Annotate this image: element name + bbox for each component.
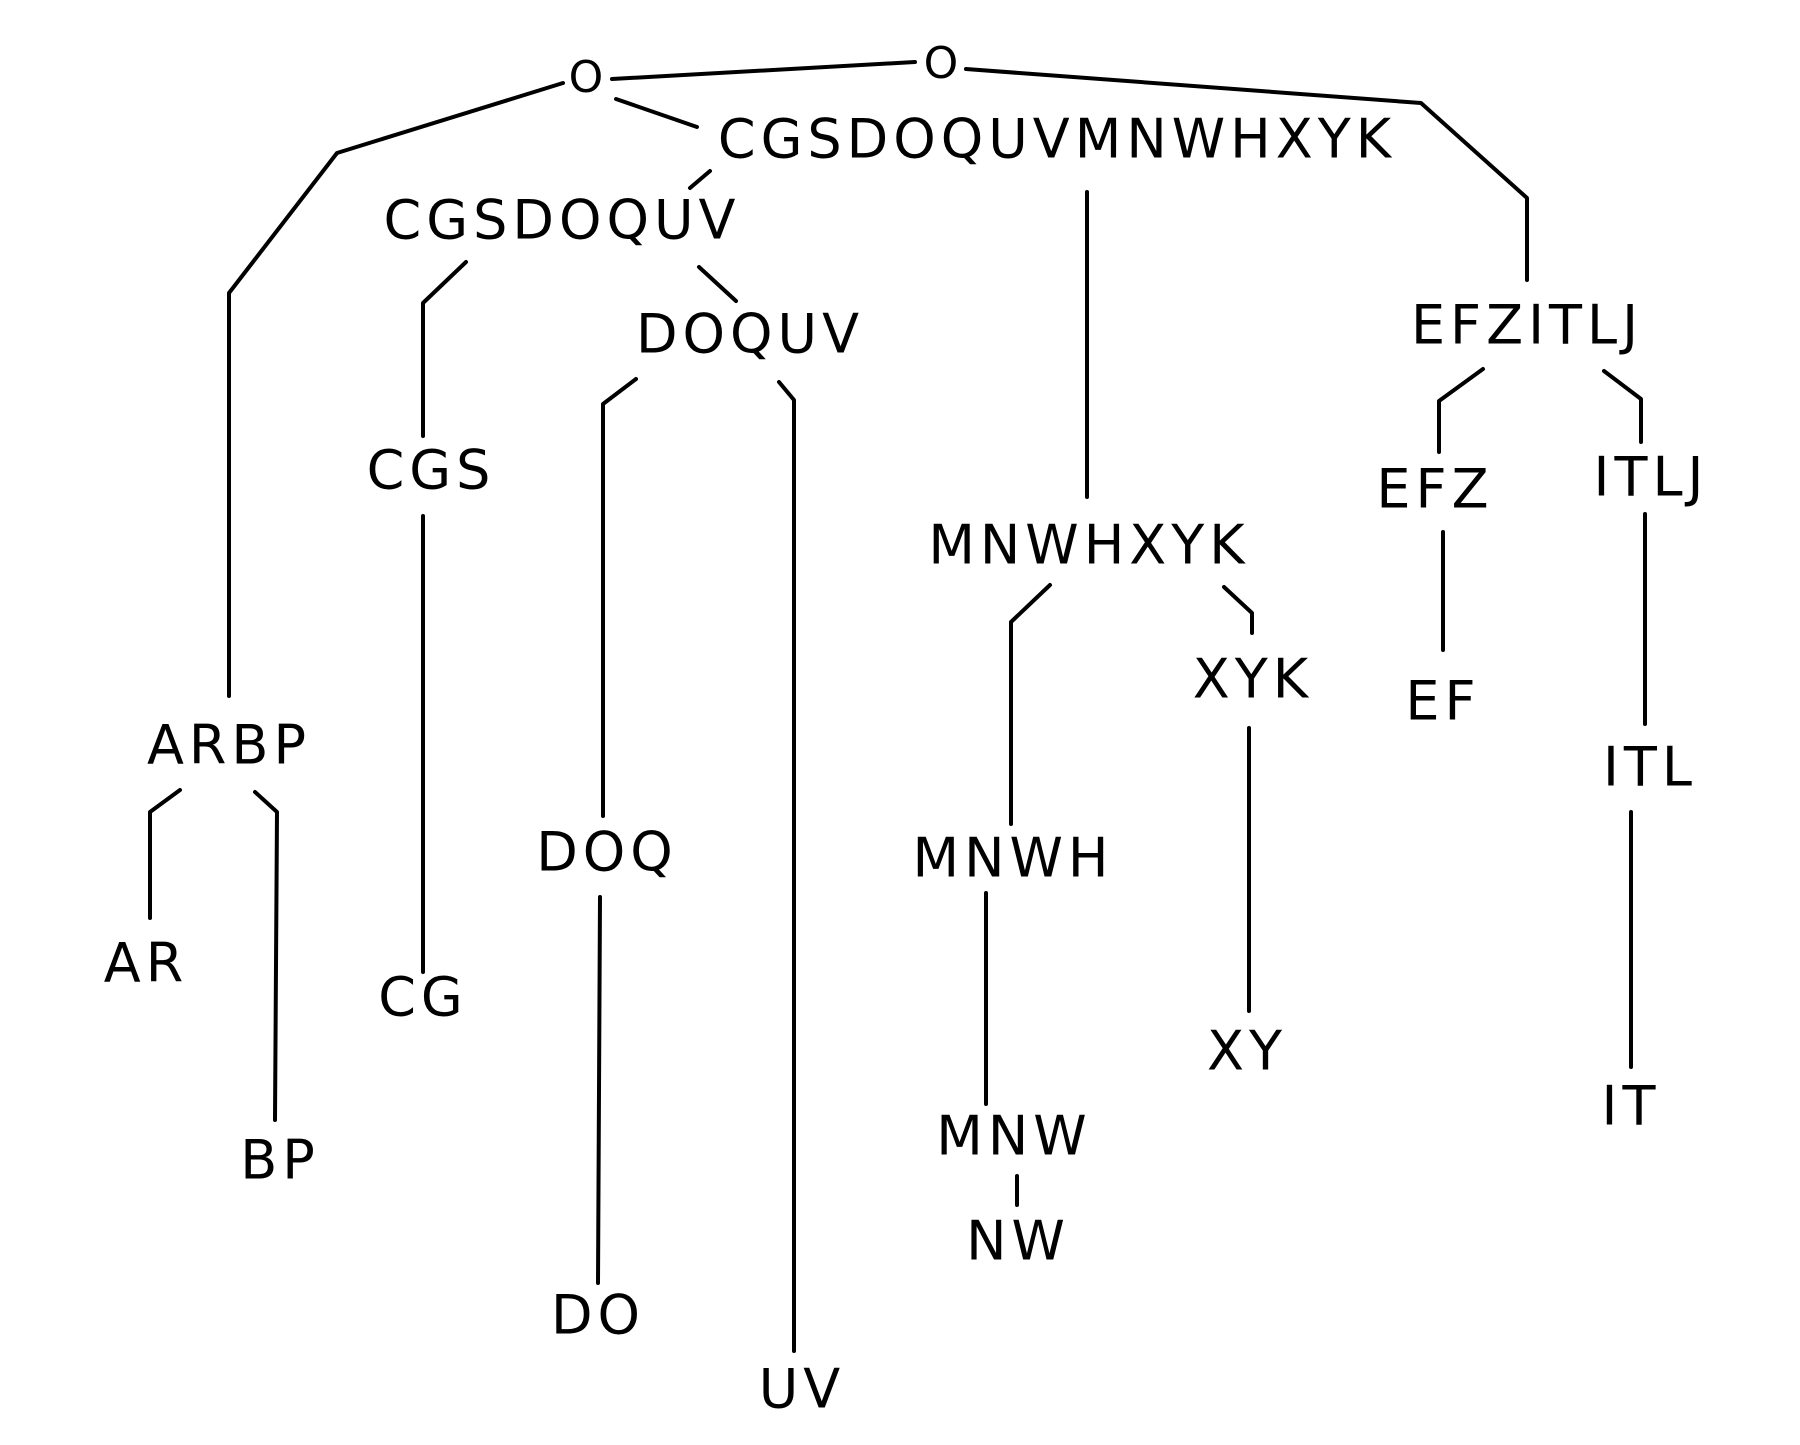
node-xy: XY [1207, 1020, 1287, 1083]
node-efz: EFZ [1376, 458, 1493, 521]
node-arbp: ARBP [147, 714, 311, 777]
root-node-2: O [924, 38, 959, 89]
node-ef: EF [1405, 670, 1480, 733]
node-cgs: CGS [367, 439, 496, 502]
edge-cgsdoquv-cgs [421, 260, 468, 438]
node-it: IT [1602, 1075, 1661, 1138]
edge-doquv-doq [601, 377, 638, 818]
edge-root1-root2 [610, 60, 917, 81]
node-mnw: MNW [936, 1105, 1091, 1168]
node-cg: CG [378, 966, 468, 1029]
edge-doquv-uv [777, 380, 796, 1353]
edge-doq-do [596, 895, 602, 1285]
node-doquv: DOQUV [636, 303, 864, 366]
node-nw: NW [966, 1210, 1070, 1273]
edge-efzitlj-itlj [1602, 369, 1643, 444]
edge-arbp-ar [148, 788, 182, 920]
node-itlj: ITLJ [1594, 446, 1709, 509]
edge-arbp-bp [253, 790, 279, 1122]
node-itl: ITL [1603, 736, 1697, 799]
edge-root1-cgsdoquvmnwhxyk [614, 97, 699, 129]
node-doq: DOQ [536, 821, 678, 884]
node-xyk: XYK [1193, 648, 1313, 711]
root-node-1: O [569, 52, 604, 103]
node-labels: O O CGSDOQUVMNWHXYK CGSDOQUV DOQUV CGS C… [104, 38, 1709, 1421]
edge-root2-efzitlj [964, 67, 1529, 282]
edge-mnwhxyk-xyk [1222, 585, 1254, 635]
edge-efzitlj-efz [1437, 367, 1485, 454]
connector-lines [148, 60, 1647, 1353]
node-cgsdoquv: CGSDOQUV [384, 189, 741, 252]
node-cgsdoquvmnwhxyk: CGSDOQUVMNWHXYK [718, 108, 1396, 171]
node-ar: AR [104, 932, 188, 995]
edge-root1-arbp [227, 81, 565, 698]
node-uv: UV [759, 1358, 845, 1421]
node-bp: BP [240, 1129, 320, 1192]
node-mnwhxyk: MNWHXYK [928, 514, 1249, 577]
node-do: DO [551, 1284, 645, 1347]
node-efzitlj: EFZITLJ [1411, 294, 1643, 357]
edge-cgsdoquvmnwhxyk-cgsdoquv [688, 169, 712, 190]
node-mnwh: MNWH [913, 827, 1114, 890]
edge-mnwhxyk-mnwh [1009, 583, 1052, 826]
edge-cgsdoquv-doquv [697, 265, 738, 303]
